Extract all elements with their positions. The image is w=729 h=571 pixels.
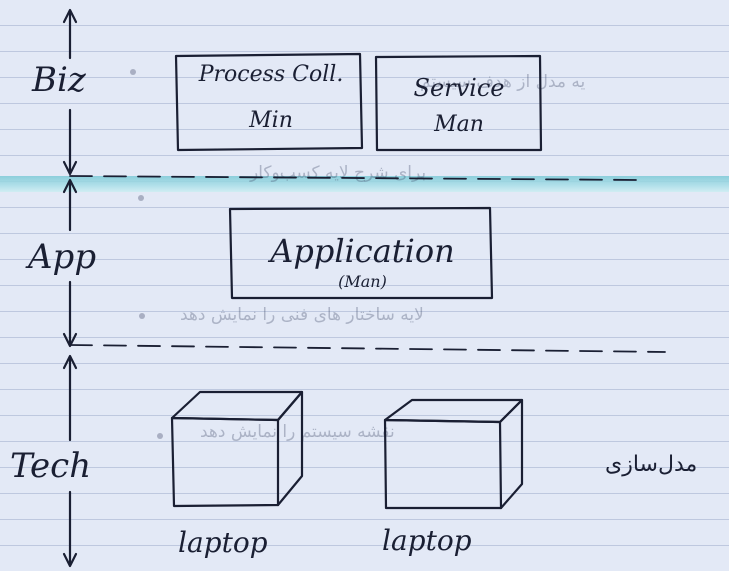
laptop-cube-2-front — [385, 420, 501, 508]
process-box-line2: Min — [186, 108, 356, 133]
separator-biz-app — [70, 176, 640, 180]
separator-app-tech — [70, 345, 665, 352]
application-box-title: Application — [240, 232, 485, 270]
laptop-caption-1: laptop — [178, 526, 268, 559]
layer-label-app: App — [28, 237, 96, 277]
farsi-note: مدل‌سازی — [605, 452, 697, 477]
laptop-cube-1-front — [172, 418, 278, 506]
process-box-line1: Process Coll. — [186, 62, 356, 87]
laptop-caption-2: laptop — [382, 524, 472, 557]
application-box-subtitle: (Man) — [240, 272, 485, 291]
service-box-line2: Man — [380, 112, 538, 137]
service-box-line1: Service — [380, 74, 538, 102]
laptop-cube-2-top — [385, 400, 522, 422]
layer-label-biz: Biz — [32, 60, 86, 100]
layer-label-tech: Tech — [10, 446, 91, 486]
